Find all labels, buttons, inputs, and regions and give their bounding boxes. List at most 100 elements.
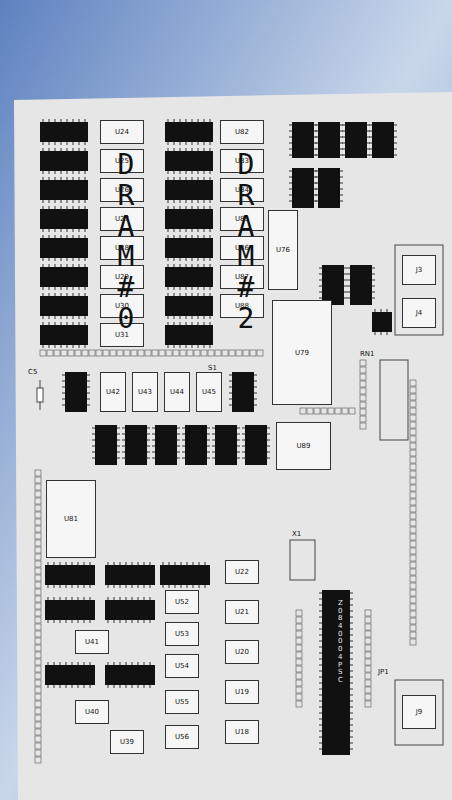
- part-label: U40: [84, 707, 100, 717]
- part-label: U79: [294, 348, 310, 358]
- part-label: U41: [84, 637, 100, 647]
- ic-chip: [315, 168, 343, 208]
- silkscreen-title: DRAM #2: [232, 150, 260, 335]
- chip-socket: U39: [110, 730, 144, 754]
- chip-socket: U53: [165, 622, 199, 646]
- chip-socket: U54: [165, 654, 199, 678]
- part-label: U19: [234, 687, 250, 697]
- ic-chip: [40, 206, 88, 232]
- ic-chip: [165, 322, 213, 348]
- ic-chip: [372, 309, 392, 335]
- ic-chip: [122, 425, 150, 465]
- part-label: U43: [137, 387, 153, 397]
- ic-chip: [40, 293, 88, 319]
- part-label: U21: [234, 607, 250, 617]
- ic-chip: [105, 662, 155, 688]
- part-label: U53: [174, 629, 190, 639]
- chip-socket: J4: [402, 298, 436, 328]
- ic-chip: [229, 372, 257, 412]
- part-label: U52: [174, 597, 190, 607]
- ic-chip: [212, 425, 240, 465]
- chip-socket: U43: [132, 372, 158, 412]
- part-label: C5: [28, 368, 37, 376]
- part-label: U54: [174, 661, 190, 671]
- part-label: U55: [174, 697, 190, 707]
- chip-socket: U81: [46, 480, 96, 558]
- ic-chip: [165, 264, 213, 290]
- ic-chip: [40, 119, 88, 145]
- chip-socket: U52: [165, 590, 199, 614]
- part-label: RN1: [360, 350, 375, 358]
- crystal-outline: [290, 540, 315, 580]
- ic-chip: [40, 177, 88, 203]
- ic-chip: [92, 425, 120, 465]
- part-label: U76: [275, 245, 291, 255]
- ic-chip: [40, 322, 88, 348]
- chip-socket: U44: [164, 372, 190, 412]
- part-label: U89: [295, 441, 311, 451]
- chip-socket: J9: [402, 695, 436, 729]
- ic-chip: [45, 562, 95, 588]
- part-label: J3: [415, 265, 424, 275]
- part-label: U22: [234, 567, 250, 577]
- ic-chip: [45, 597, 95, 623]
- chip-socket: U55: [165, 690, 199, 714]
- ic-chip: [165, 119, 213, 145]
- pin-strips: [35, 350, 416, 763]
- ic-chip: [40, 235, 88, 261]
- ic-chip: [289, 168, 317, 208]
- chip-socket: U19: [225, 680, 259, 704]
- ic-chip: [160, 562, 210, 588]
- ic-chip: [165, 293, 213, 319]
- chip-socket: U41: [75, 630, 109, 654]
- part-label: U39: [119, 737, 135, 747]
- part-label: U24: [114, 127, 130, 137]
- part-label: U56: [174, 732, 190, 742]
- ic-chip: [347, 265, 375, 305]
- connector-outline: [380, 360, 408, 440]
- part-label: J4: [415, 308, 424, 318]
- ic-chip: [165, 235, 213, 261]
- part-label: X1: [292, 530, 301, 538]
- chip-socket: U79: [272, 300, 332, 405]
- connector-outline: [395, 680, 443, 745]
- part-label: J9: [415, 707, 424, 717]
- chip-socket: U76: [268, 210, 298, 290]
- ic-chip: [62, 372, 90, 412]
- ic-chip: [165, 148, 213, 174]
- ic-chip: [152, 425, 180, 465]
- ic-chip: [319, 265, 347, 305]
- part-label: JP1: [378, 668, 389, 676]
- part-label: U82: [234, 127, 250, 137]
- chip-socket: U56: [165, 725, 199, 749]
- ic-chip: [40, 148, 88, 174]
- ic-chip: [242, 425, 270, 465]
- ic-chip: [40, 264, 88, 290]
- chip-socket: U45: [196, 372, 222, 412]
- chip-socket: J3: [402, 255, 436, 285]
- ic-chip: [165, 206, 213, 232]
- ic-chip: [289, 122, 317, 158]
- paper-sheet: [14, 92, 452, 800]
- part-label: U81: [63, 514, 79, 524]
- ic-chip: [315, 122, 343, 158]
- ic-chip: [182, 425, 210, 465]
- ic-chip: [342, 122, 370, 158]
- chip-socket: U20: [225, 640, 259, 664]
- part-label: U20: [234, 647, 250, 657]
- resistor-symbol: [37, 388, 43, 402]
- chip-socket: U42: [100, 372, 126, 412]
- part-label: S1: [208, 364, 217, 372]
- part-label: Z0840004PSC: [338, 600, 345, 685]
- part-label: U18: [234, 727, 250, 737]
- ic-chip: [105, 597, 155, 623]
- silkscreen-title: DRAM #0: [112, 150, 140, 335]
- ic-chip: [319, 590, 353, 755]
- connector-outline: [395, 245, 443, 335]
- ic-chips: [40, 119, 397, 755]
- part-label: U44: [169, 387, 185, 397]
- ic-chip: [369, 122, 397, 158]
- ic-chip: [165, 177, 213, 203]
- chip-socket: U40: [75, 700, 109, 724]
- part-label: U42: [105, 387, 121, 397]
